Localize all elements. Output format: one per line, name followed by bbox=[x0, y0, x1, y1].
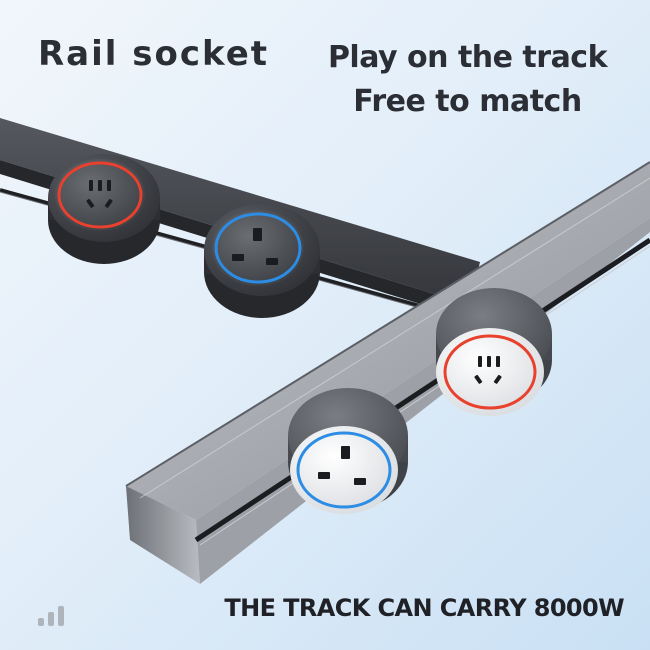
headline-title: Rail socket bbox=[38, 34, 270, 74]
red-outlet-module-silver bbox=[436, 288, 552, 416]
uk-three-pin-outlet-icon bbox=[318, 446, 366, 485]
signal-bars-icon bbox=[38, 604, 74, 626]
tagline-line-2: Free to match bbox=[353, 84, 582, 119]
blue-outlet-module-dark bbox=[204, 204, 320, 318]
uk-three-pin-outlet-icon bbox=[232, 228, 278, 265]
red-outlet-module-dark bbox=[48, 154, 160, 264]
three-pin-angled-outlet-icon bbox=[86, 180, 113, 208]
tagline-line-1: Play on the track bbox=[327, 40, 608, 75]
three-pin-angled-outlet-icon bbox=[474, 356, 502, 384]
headline-tagline: Play on the track Free to match bbox=[300, 36, 635, 124]
footer-caption: THE TRACK CAN CARRY 8000W bbox=[224, 594, 624, 622]
blue-outlet-module-silver bbox=[288, 388, 408, 514]
